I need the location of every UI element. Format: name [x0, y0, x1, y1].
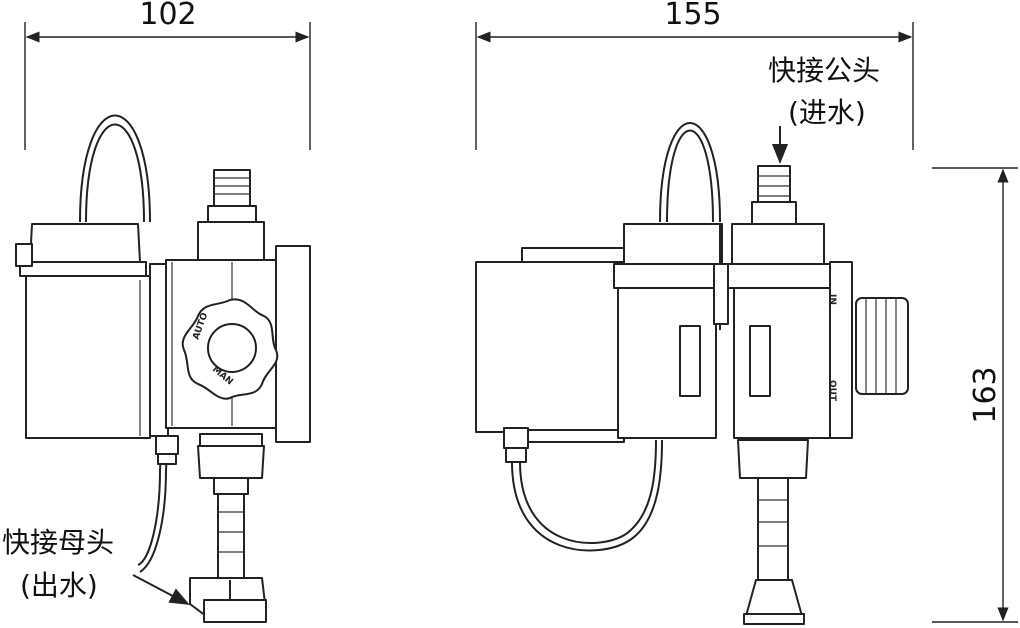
dimension-width-right-text: 155 [664, 0, 721, 32]
side-out-text: OUT [827, 380, 837, 402]
dimension-height: 163 [932, 167, 1018, 623]
female-connector-label-line2: (出水) [20, 569, 98, 602]
dimension-height-text: 163 [968, 366, 1003, 423]
side-in-text: IN [827, 294, 837, 305]
female-connector-label-line1: 快接母头 [2, 526, 114, 559]
male-connector-label-line2: (进水) [788, 96, 866, 129]
pump-side-view: AUTO MAN [15, 114, 311, 623]
dimension-width-left-text: 102 [139, 0, 196, 32]
dimension-width-left: 102 [24, 0, 311, 150]
female-connector-leader [132, 574, 190, 605]
male-connector-label-line1: 快接公头 [768, 54, 880, 87]
pump-front-view: IN OUT [475, 122, 909, 625]
dimension-width-right: 155 [475, 0, 914, 150]
